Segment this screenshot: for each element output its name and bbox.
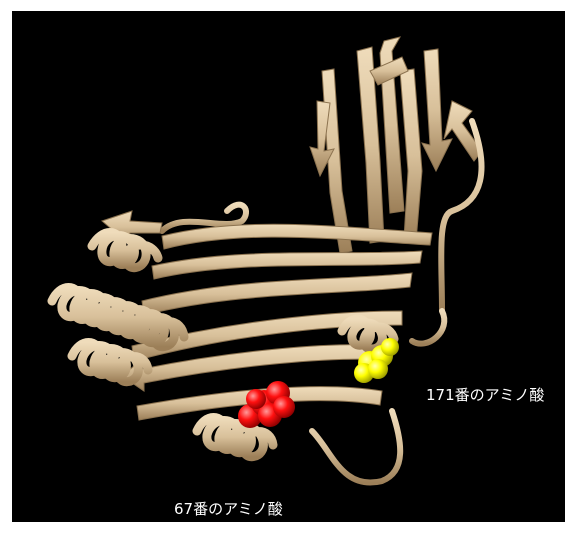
residue-171-label: 171番のアミノ酸 <box>426 384 544 405</box>
protein-ribbon-model <box>12 11 565 522</box>
molecule-viewer[interactable]: 171番のアミノ酸 67番のアミノ酸 <box>12 11 565 522</box>
residue-67-label: 67番のアミノ酸 <box>174 498 283 519</box>
beta-sheet-upper <box>310 37 482 253</box>
